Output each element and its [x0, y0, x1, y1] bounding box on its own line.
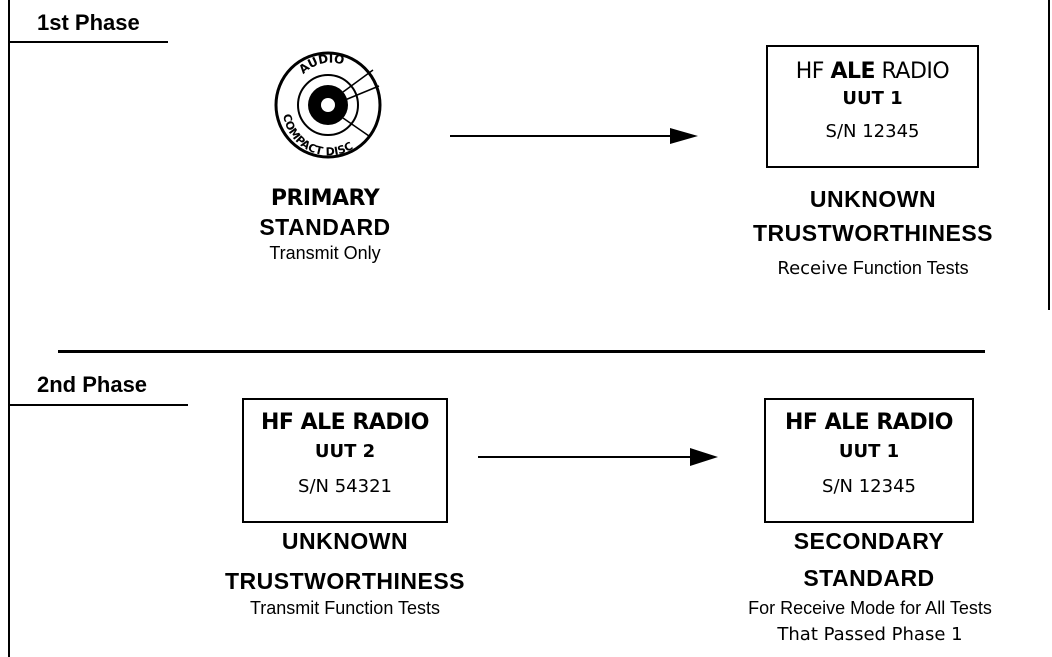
- phase2-right-radio-unit: UUT 1: [838, 441, 900, 462]
- phase2-arrow: [478, 448, 718, 466]
- phase2-label: 2nd Phase: [37, 372, 148, 397]
- phase1-radio-unit: UUT 1: [842, 88, 903, 109]
- phase2-right-radio-box: HF ALE RADIO UUT 1 S/N 12345: [764, 398, 974, 523]
- compact-disc-icon: AUDIO COMPACT DISC: [274, 51, 382, 159]
- phase2-label-underline: [8, 404, 188, 406]
- phase2-unknown-label: UNKNOWN: [281, 528, 409, 554]
- phase1-trustworthiness-label: TRUSTWORTHINESS: [752, 220, 994, 246]
- transmit-only-label: Transmit Only: [269, 243, 381, 263]
- phase1-receive-tests-label: Receive Function Tests: [777, 258, 969, 279]
- phase1-label-underline: [8, 41, 168, 43]
- phase1-radio-serial: S/N 12345: [825, 121, 920, 142]
- phase2-left-radio-title: HF ALE RADIO: [261, 410, 429, 435]
- passed-phase-label: That Passed Phase 1: [777, 624, 963, 645]
- receive-mode-label: For Receive Mode for All Tests: [748, 598, 992, 618]
- transmit-tests-label: Transmit Function Tests: [249, 598, 441, 618]
- left-border: [8, 0, 10, 657]
- phase1-radio-title: HF ALE RADIO: [795, 59, 950, 84]
- phase2-left-radio-unit: UUT 2: [314, 441, 376, 462]
- phase-divider: [58, 350, 985, 353]
- phase2-left-radio-box: HF ALE RADIO UUT 2 S/N 54321: [242, 398, 448, 523]
- phase1-arrow: [450, 128, 698, 144]
- phase2-right-radio-serial: S/N 12345: [822, 476, 916, 497]
- secondary-label: SECONDARY: [793, 528, 945, 554]
- phase2-left-radio-serial: S/N 54321: [298, 476, 392, 497]
- standard-label: STANDARD: [259, 214, 391, 240]
- right-border: [1048, 0, 1050, 310]
- phase2-right-radio-title: HF ALE RADIO: [785, 410, 953, 435]
- secondary-standard-label: STANDARD: [803, 565, 935, 591]
- phase1-unknown-label: UNKNOWN: [809, 186, 937, 212]
- phase1-label: 1st Phase: [37, 10, 140, 35]
- phase2-trustworthiness-label: TRUSTWORTHINESS: [224, 568, 466, 594]
- phase1-radio-box: HF ALE RADIO UUT 1 S/N 12345: [766, 45, 979, 168]
- primary-label: PRIMARY: [270, 186, 380, 211]
